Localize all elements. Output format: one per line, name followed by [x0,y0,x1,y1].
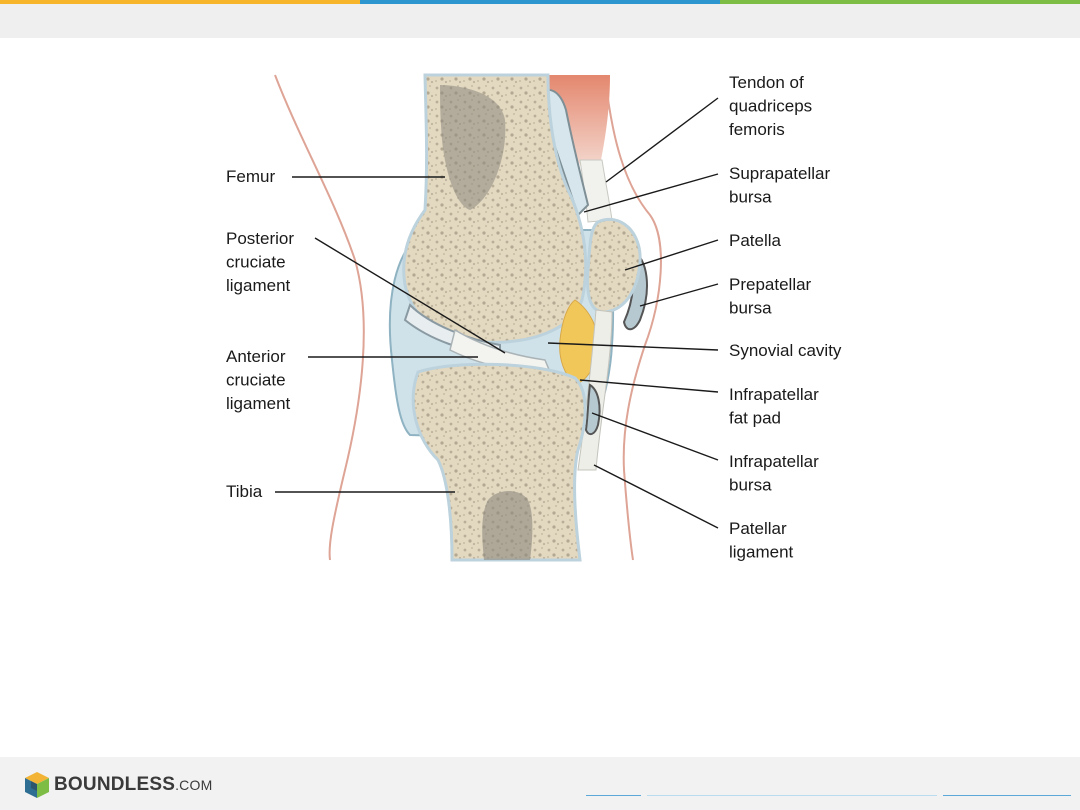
brand-suffix: .COM [175,777,213,793]
femur-marrow [440,85,506,210]
leader-suprapatellar [583,173,719,213]
top-bar [0,0,1080,38]
boundless-cube-icon [25,772,49,798]
infrapatellar-bursa [584,383,601,436]
footer-link-3[interactable] [943,795,1071,796]
tibia-bone [411,362,587,562]
brand-wordmark: BOUNDLESS [54,774,176,795]
label-suprapatellar: Suprapatellar bursa [729,164,835,207]
footer-link-1[interactable] [586,795,641,796]
leader-synovial [547,342,719,351]
label-patella: Patella [729,231,782,250]
leader-quad-tendon [605,97,719,183]
label-quad-tendon: Tendon of quadriceps femoris [729,73,817,139]
skin-outline-posterior [274,74,365,561]
label-prepatellar: Prepatellar bursa [729,275,816,318]
footer-bar [0,757,1080,810]
leader-patella [624,239,719,271]
label-femur: Femur [226,167,275,186]
brand-name[interactable]: BOUNDLESS.COM [54,774,212,796]
stripe-orange [0,0,360,4]
tibia-marrow [482,491,533,560]
stripe-green [720,0,1080,4]
leader-prepatellar [639,283,719,307]
label-infra-bursa: Infrapatellar bursa [729,452,824,495]
leader-fat-pad [579,379,719,393]
label-patellar-lig: Patellar ligament [729,519,794,562]
label-fat-pad: Infrapatellar fat pad [729,385,824,428]
footer-link-2[interactable] [647,795,937,796]
stripe-blue [360,0,720,4]
knee-joint-diagram: Femur Posterior cruciate ligament Anteri… [226,73,842,562]
leader-infra-bursa [591,412,719,461]
label-acl: Anterior cruciate ligament [226,347,291,413]
leader-patellar-lig [593,464,719,529]
label-pcl: Posterior cruciate ligament [226,229,299,295]
skin-outline-anterior [604,74,662,561]
label-tibia: Tibia [226,482,263,501]
label-synovial: Synovial cavity [729,341,842,360]
leader-pcl [314,237,506,354]
